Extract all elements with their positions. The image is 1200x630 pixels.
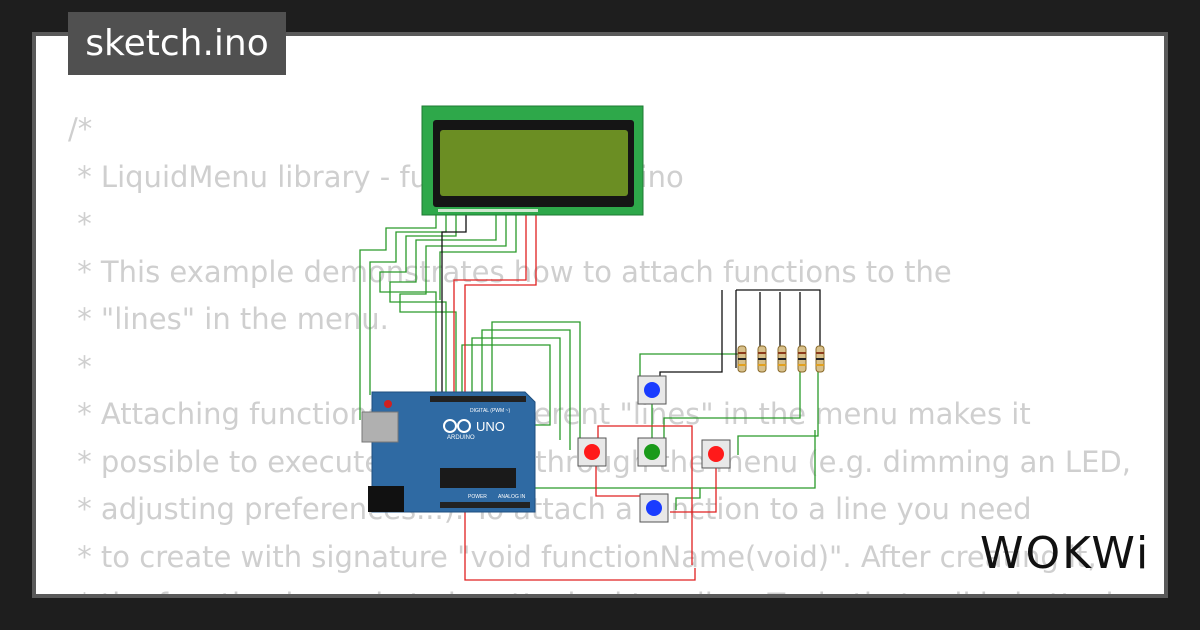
button-cap [708,446,724,462]
code-line: * [68,207,92,241]
resistor [737,345,747,373]
file-tab[interactable]: sketch.ino [68,12,286,75]
pushbutton[interactable] [637,375,667,405]
atmega-chip [440,468,516,488]
analog-label: ANALOG IN [498,494,526,500]
pushbutton[interactable] [639,493,669,523]
board-model: UNO [476,419,505,434]
arduino-logo-icon [443,419,471,433]
resistor-array [737,345,825,373]
resistor [777,345,787,373]
pushbutton[interactable] [637,437,667,467]
usb-port [361,411,399,443]
digital-label: DIGITAL (PWM ~) [470,408,510,414]
board-brand: ARDUINO [447,435,475,441]
code-line: * This example demonstrates how to attac… [68,254,952,289]
code-line: * "lines" in the menu. [68,302,389,336]
pushbutton[interactable] [701,439,731,469]
button-cap [584,444,600,460]
resistor [797,345,807,373]
button-cap [644,444,660,460]
wokwi-logo: WOKWi [980,528,1150,578]
lcd-display[interactable] [421,105,644,216]
reset-button[interactable] [384,400,392,408]
power-label: POWER [468,494,487,500]
pushbutton[interactable] [577,437,607,467]
code-line: /* [68,112,93,146]
resistor [815,345,825,373]
code-line: * the function is ready to be attached t… [68,581,1131,594]
button-cap [646,500,662,516]
button-cap [644,382,660,398]
logo-text: WOKWi [980,528,1150,578]
analog-header [440,502,530,508]
green-wires [359,214,819,510]
resistor [757,345,767,373]
arduino-uno-board[interactable]: UNO ARDUINO DIGITAL (PWM ~) POWER ANALOG… [361,391,536,513]
black-wires [441,214,821,392]
code-line: * possible to execute an action through … [77,444,1131,479]
code-line: * [68,349,92,384]
power-jack [368,486,404,512]
digital-header [430,396,526,402]
code-line: * to create with signature "void functio… [68,539,1097,574]
lcd-pins [438,209,538,212]
